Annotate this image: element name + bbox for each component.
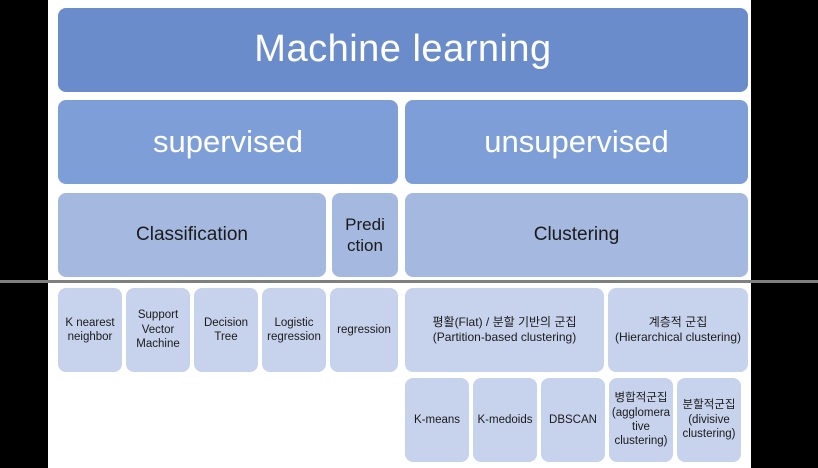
leaf-k-nearest-neighbor: K nearest neighbor [58, 288, 122, 372]
node-machine-learning: Machine learning [58, 8, 748, 92]
leaf-regression: regression [330, 288, 398, 372]
node-clustering: Clustering [405, 193, 748, 277]
node-classification: Classification [58, 193, 326, 277]
horizontal-rule [0, 280, 818, 283]
leaf-divisive-clustering: 분할적군집 (divisive clustering) [677, 378, 741, 462]
node-prediction: Predi ction [332, 193, 398, 277]
leaf-k-means: K-means [405, 378, 469, 462]
leaf-logistic-regression: Logistic regression [262, 288, 326, 372]
leaf-agglomerative-clustering: 병합적군집 (agglomera tive clustering) [609, 378, 673, 462]
leaf-k-medoids: K-medoids [473, 378, 537, 462]
node-partition-based-clustering: 평활(Flat) / 분할 기반의 군집 (Partition-based cl… [405, 288, 604, 372]
node-unsupervised: unsupervised [405, 100, 748, 184]
leaf-dbscan: DBSCAN [541, 378, 605, 462]
node-hierarchical-clustering: 계층적 군집 (Hierarchical clustering) [608, 288, 748, 372]
leaf-support-vector-machine: Support Vector Machine [126, 288, 190, 372]
leaf-decision-tree: Decision Tree [194, 288, 258, 372]
node-supervised: supervised [58, 100, 398, 184]
